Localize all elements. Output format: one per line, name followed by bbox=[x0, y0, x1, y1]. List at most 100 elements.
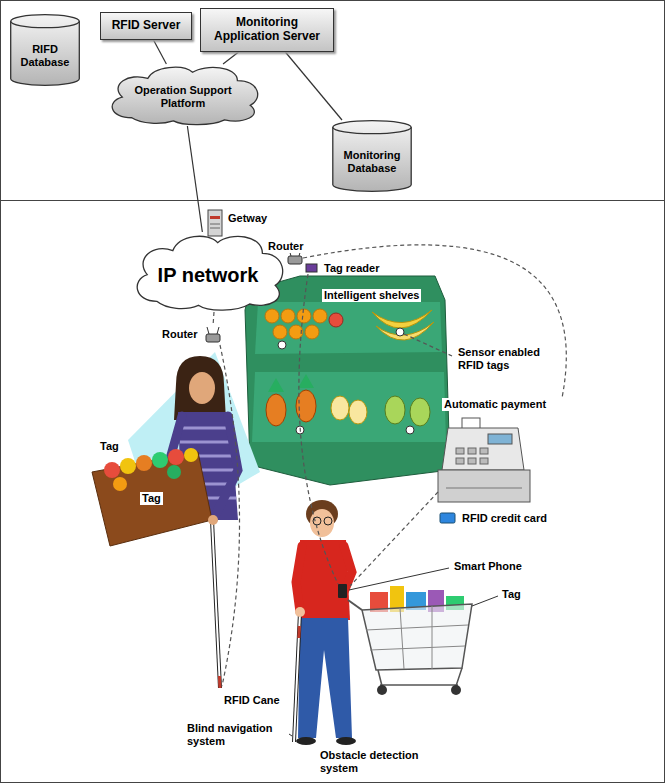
banana bbox=[376, 322, 434, 340]
fruit bbox=[120, 458, 136, 474]
register-display bbox=[488, 434, 512, 444]
dashed-link bbox=[404, 334, 452, 356]
rfid-tag-dot bbox=[396, 328, 404, 336]
cane-band bbox=[297, 626, 301, 638]
cart-frame bbox=[378, 670, 382, 686]
callout-label: RFID credit card bbox=[460, 512, 549, 525]
node-text: RFID Server bbox=[112, 19, 181, 33]
cart-handle bbox=[348, 600, 362, 610]
callout-label: Tag reader bbox=[322, 262, 381, 275]
cane-outline bbox=[294, 612, 300, 742]
cart-wire bbox=[370, 646, 465, 650]
shelf-drawing bbox=[245, 276, 450, 485]
leader-line bbox=[349, 568, 449, 590]
register-key bbox=[456, 458, 464, 464]
orange bbox=[297, 309, 311, 323]
man-jeans bbox=[298, 618, 352, 738]
connector-line bbox=[223, 52, 239, 64]
rfid-cane bbox=[212, 520, 220, 688]
cart-wheel bbox=[377, 685, 387, 695]
callout-label: Router bbox=[266, 240, 305, 253]
lemon bbox=[349, 400, 367, 424]
rfid-tag-dot bbox=[406, 426, 414, 434]
credit-card-icon bbox=[440, 513, 455, 523]
white-cane bbox=[294, 612, 300, 742]
gateway-icon bbox=[208, 210, 222, 236]
fruit bbox=[184, 448, 198, 462]
router-body bbox=[206, 334, 220, 342]
dashed-link bbox=[213, 312, 214, 326]
cloud-shape bbox=[137, 236, 282, 310]
callout-label: Obstacle detection system bbox=[318, 749, 444, 774]
orange bbox=[305, 325, 319, 339]
cylinder-rim bbox=[11, 21, 80, 27]
node-text: IP network bbox=[158, 264, 259, 287]
connector-line bbox=[285, 52, 342, 120]
node-text: RIFD Database bbox=[13, 43, 77, 68]
callout-label: RFID Cane bbox=[222, 694, 282, 707]
orange bbox=[273, 325, 287, 339]
cloud-shape bbox=[112, 67, 257, 124]
cylinder-rim bbox=[333, 127, 411, 133]
router-body bbox=[288, 256, 302, 264]
glasses bbox=[324, 517, 332, 525]
fruit-basket bbox=[92, 452, 212, 546]
cylinder-body bbox=[333, 121, 411, 192]
smart-phone bbox=[338, 584, 347, 598]
pear bbox=[385, 396, 405, 424]
register-key bbox=[468, 448, 476, 454]
fruit bbox=[113, 477, 127, 491]
register-drawer bbox=[446, 488, 522, 489]
register-top bbox=[442, 428, 524, 470]
connector-line bbox=[154, 40, 167, 64]
gateway-stripe bbox=[210, 216, 220, 219]
cane-outline bbox=[212, 520, 220, 688]
router-icon bbox=[206, 327, 220, 342]
cash-register bbox=[438, 418, 530, 502]
dashed-link bbox=[303, 245, 566, 398]
shirt-stripe bbox=[180, 427, 231, 430]
database-cylinder: Monitoring Database bbox=[332, 120, 412, 192]
top-panel bbox=[1, 1, 665, 201]
shelf-body bbox=[245, 276, 450, 485]
callout-label: Smart Phone bbox=[452, 560, 524, 573]
pineapple bbox=[266, 394, 286, 426]
leader-line bbox=[472, 596, 498, 606]
cart-basket bbox=[362, 604, 472, 670]
pineapple-leaves bbox=[268, 378, 284, 392]
node-text: Monitoring Database bbox=[335, 149, 409, 174]
wireless-links bbox=[213, 245, 566, 686]
gateway-slot bbox=[210, 224, 220, 225]
woman-figure bbox=[92, 352, 260, 688]
register-base bbox=[438, 470, 530, 502]
node-text: Operation Support Platform bbox=[127, 84, 239, 109]
fruit bbox=[167, 465, 181, 479]
shoe bbox=[336, 737, 356, 745]
lemon bbox=[331, 396, 349, 420]
pear bbox=[410, 398, 430, 426]
callout-label: Automatic payment bbox=[442, 398, 548, 411]
database-cylinder: RIFD Database bbox=[10, 14, 80, 86]
callout-label: Intelligent shelves bbox=[322, 289, 421, 302]
cart-wire bbox=[366, 625, 468, 630]
rfid-tag-dot bbox=[278, 341, 286, 349]
shelf-tray bbox=[252, 372, 446, 442]
dashed-link bbox=[350, 492, 438, 586]
woman-face bbox=[189, 372, 215, 404]
cart-frame bbox=[456, 668, 462, 686]
fruit bbox=[168, 449, 184, 465]
receipt-paper bbox=[462, 418, 480, 429]
cart-frame bbox=[380, 684, 458, 686]
callout-label: Getway bbox=[226, 212, 269, 225]
callout-label: Blind navigation system bbox=[185, 722, 289, 747]
callout-label: Sensor enabled RFID tags bbox=[456, 346, 542, 371]
cane-tip bbox=[218, 676, 222, 688]
orange bbox=[265, 309, 279, 323]
router-antenna bbox=[207, 327, 209, 334]
register-key bbox=[480, 448, 488, 454]
shirt-stripe bbox=[180, 441, 232, 444]
connector-line bbox=[187, 126, 202, 232]
